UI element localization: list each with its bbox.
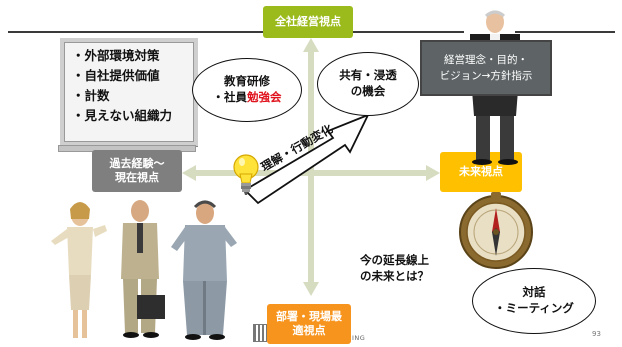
education-line2: ・社員勉強会 [213,90,282,106]
business-people-icon [51,200,237,340]
dialogue-line: ・ミーティング [494,301,574,315]
past-present-view-line: 過去経験～ [109,157,165,171]
vision-sign-line: 経営理念・目的・ [444,54,528,66]
future-view-label: 未来視点 [459,165,503,179]
dialogue-line: 対話 [522,285,546,300]
education-prefix: ・社員 [212,90,248,104]
whiteboard-item: ・外部環境対策 [72,48,160,63]
page-number: 93 [592,330,601,338]
header-rule-right [352,31,464,33]
education-emphasis: 勉強会 [247,90,282,104]
whiteboard-item: ・見えない組織力 [72,108,173,123]
company-management-view-box: 全社経営視点 [263,6,353,38]
whiteboard: ・外部環境対策 ・自社提供価値 ・計数 ・見えない組織力 [58,38,198,152]
presenter-figure: 経営理念・目的・ ビジョン→方針指示 [420,6,560,166]
future-question-line: の未来とは？ [360,269,429,283]
header-rule-far-right [515,31,615,33]
past-present-view-box: 過去経験～ 現在視点 [92,150,182,192]
woman-figure [51,202,107,338]
header-rule [8,31,268,33]
education-line: 教育研修 [224,74,270,89]
department-view-line: 適視点 [292,324,326,337]
future-question-line: 今の延長線上 [360,253,429,267]
light-bulb-icon [233,154,259,195]
horizontal-axis [182,165,440,181]
change-arrow [243,113,370,205]
vision-sign: 経営理念・目的・ ビジョン→方針指示 [420,40,552,96]
department-view-box: 部署・現場最 適視点 [267,304,351,344]
whiteboard-item: ・計数 [72,88,110,103]
compass-icon [459,192,533,269]
whiteboard-item: ・自社提供価値 [72,68,160,83]
mechanic-figure [171,200,237,340]
company-management-view-label: 全社経営視点 [275,15,341,29]
whiteboard-text: ・外部環境対策 ・自社提供価値 ・計数 ・見えない組織力 [72,46,172,126]
vision-sign-line: ビジョン→方針指示 [439,70,533,82]
share-line: 共有・浸透 [339,68,397,83]
education-ellipse: 教育研修 ・社員勉強会 [192,58,302,122]
share-ellipse: 共有・浸透 の機会 [317,52,419,116]
share-line: の機会 [350,84,386,98]
future-question: 今の延長線上 の未来とは？ [360,252,429,284]
logo-fragment-text: ING [352,334,366,342]
logo-fragment [253,324,267,342]
department-view-line: 部署・現場最 [276,310,342,324]
businessman-figure [121,200,165,338]
dialogue-ellipse: 対話 ・ミーティング [472,268,596,334]
past-present-view-line: 現在視点 [115,171,159,184]
